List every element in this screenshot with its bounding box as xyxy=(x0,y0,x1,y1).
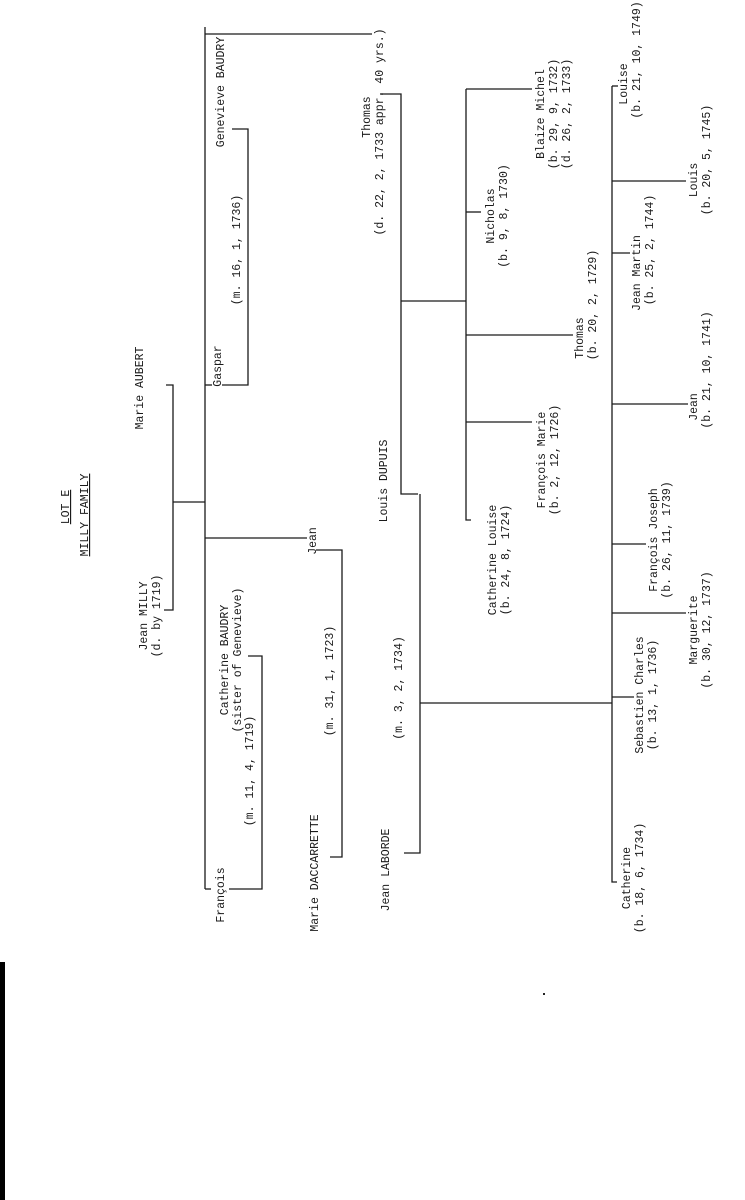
child-dates: (d. 26, 2, 1733) xyxy=(561,59,574,169)
tree-connectors xyxy=(164,27,688,890)
child-dates: (b. 9, 8, 1730) xyxy=(498,164,511,268)
person-catherine-baudry-note: (sister of Genevieve) xyxy=(232,588,245,733)
child-name: Marguerite xyxy=(688,595,701,664)
lot-label: LOT E xyxy=(60,490,73,525)
child-name: Thomas xyxy=(574,317,587,358)
person-thomas-sr: Thomas xyxy=(361,96,374,137)
child-name: Jean Martin xyxy=(631,235,644,311)
child-name: Jean xyxy=(688,393,701,421)
connector-thomas-dupuis xyxy=(380,93,418,495)
connector-gaspar-genevieve xyxy=(222,128,249,386)
connector-laborde-children-trunk xyxy=(611,86,617,883)
child-dates: (b. 20, 2, 1729) xyxy=(587,250,600,360)
child-dates: (b. 29, 9, 1732) xyxy=(548,59,561,169)
person-marie-aubert: Marie AUBERT xyxy=(134,347,147,430)
child-name: Louise xyxy=(618,63,631,105)
person-genevieve-baudry: Genevieve BAUDRY xyxy=(215,37,228,148)
child-name: François Joseph xyxy=(648,488,661,592)
children-laborde-group: Catherine (b. 18, 6, 1734) Sebastien Cha… xyxy=(618,1,714,933)
child-dates: (b. 13, 1, 1736) xyxy=(647,640,660,750)
child-name: Catherine xyxy=(621,847,634,909)
family-title: MILLY FAMILY xyxy=(79,474,92,557)
person-jean-laborde: Jean LABORDE xyxy=(380,829,393,912)
connector-francois-baudry xyxy=(229,655,263,890)
child-dates: (b. 25, 2, 1744) xyxy=(644,195,657,305)
connector-laborde-dupuis xyxy=(404,494,421,854)
child-name: Catherine Louise xyxy=(487,505,500,616)
child-name: Nicholas xyxy=(485,188,498,243)
person-jean-milly: Jean MILLY xyxy=(138,581,151,650)
child-dates: (b. 24, 8, 1724) xyxy=(500,505,513,615)
person-francois: François xyxy=(215,867,228,922)
child-dates: (b. 18, 6, 1734) xyxy=(634,823,647,933)
child-dates: (b. 2, 12, 1726) xyxy=(549,405,562,515)
children-thomas-group: Catherine Louise (b. 24, 8, 1724) Franço… xyxy=(485,59,600,615)
laborde-marriage-date: (m. 3, 2, 1734) xyxy=(393,636,406,740)
child-name: Blaize Michel xyxy=(535,69,548,159)
jean-marriage-date: (m. 31, 1, 1723) xyxy=(324,626,337,736)
connector-jean-daccarrette xyxy=(316,549,343,858)
child-dates: (b. 30, 12, 1737) xyxy=(701,571,714,688)
francois-marriage-date: (m. 11, 4, 1719) xyxy=(244,716,257,826)
connector-milly-aubert xyxy=(164,384,174,611)
connector-thomas-children-trunk xyxy=(465,89,471,521)
child-dates: (b. 21, 10, 1749) xyxy=(631,1,644,118)
person-marie-daccarrette: Marie DACCARRETTE xyxy=(309,814,322,931)
person-jean-milly-note: (d. by 1719) xyxy=(151,575,164,658)
child-dates: (b. 26, 11, 1739) xyxy=(661,481,674,598)
child-dates: (b. 20, 5, 1745) xyxy=(701,105,714,215)
gaspar-marriage-date: (m. 16, 1, 1736) xyxy=(231,195,244,305)
person-gaspar: Gaspar xyxy=(212,345,225,386)
scan-edge-bar xyxy=(0,962,5,1200)
child-dates: (b. 21, 10, 1741) xyxy=(701,311,714,428)
person-louis-dupuis: Louis DUPUIS xyxy=(378,440,391,523)
child-name: François Marie xyxy=(536,412,549,509)
person-thomas-sr-note: (d. 22, 2, 1733 appr. 40 yrs.) xyxy=(374,28,387,235)
child-name: Louis xyxy=(688,163,701,198)
person-jean: Jean xyxy=(307,527,320,555)
child-name: Sebastien Charles xyxy=(634,636,647,753)
scan-speck xyxy=(543,993,545,995)
person-catherine-baudry: Catherine BAUDRY xyxy=(219,605,232,716)
